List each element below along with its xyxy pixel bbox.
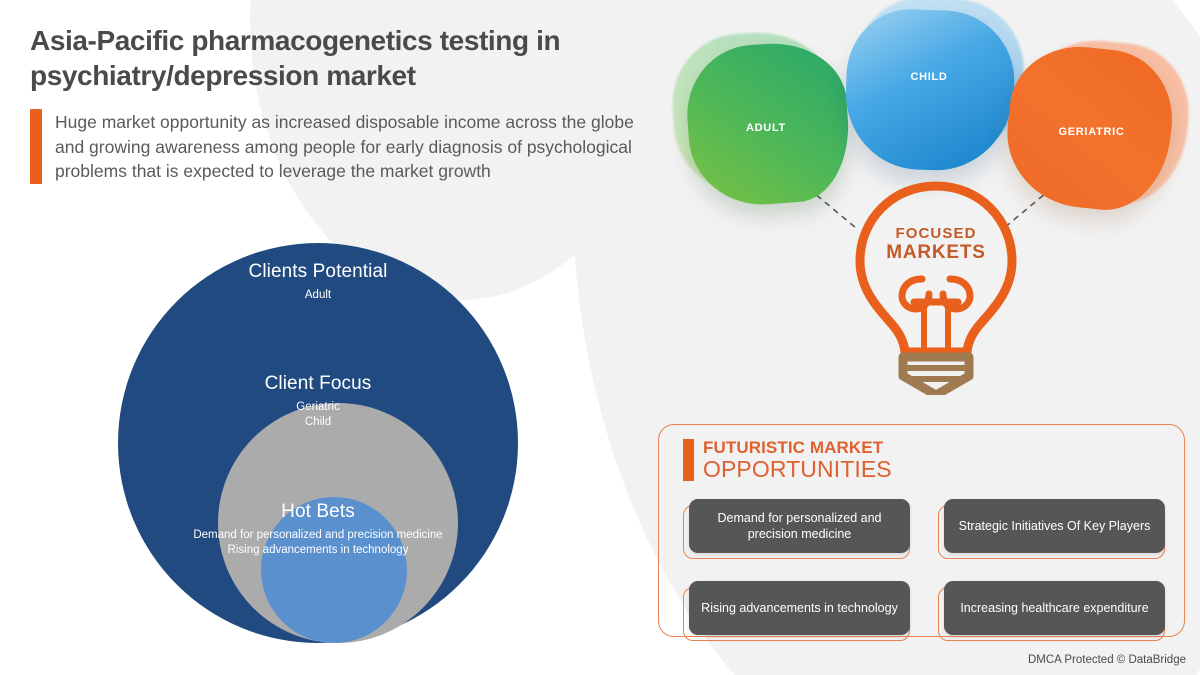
page-subtitle: Huge market opportunity as increased dis…: [55, 112, 634, 182]
circle-items-outer: Adult: [304, 288, 332, 301]
opportunity-card-wrap: Increasing healthcare expenditure: [938, 581, 1165, 641]
opportunity-card[interactable]: Demand for personalized and precision me…: [689, 499, 910, 553]
panel-accent-bar: [683, 439, 694, 481]
circle-title-middle: Client Focus: [264, 373, 372, 394]
segment-blob-adult[interactable]: ADULT: [667, 27, 854, 210]
opportunity-card-wrap: Strategic Initiatives Of Key Players: [938, 499, 1165, 559]
subtitle-block: Huge market opportunity as increased dis…: [30, 109, 670, 184]
bulb-glass-outline: [855, 181, 1017, 357]
panel-heading-line1: FUTURISTIC MARKET: [703, 438, 884, 457]
opportunity-card-wrap: Rising advancements in technology: [683, 581, 910, 641]
futuristic-opportunities-panel: FUTURISTIC MARKET OPPORTUNITIES Demand f…: [658, 424, 1185, 641]
segment-blobs: ADULT CHILD GERIATRIC: [660, 0, 1200, 230]
panel-heading: FUTURISTIC MARKET OPPORTUNITIES: [683, 439, 892, 481]
segment-blob-geriatric[interactable]: GERIATRIC: [1000, 33, 1196, 217]
bulb-base-outline: [898, 352, 974, 400]
circle-label-clients-potential: Clients Potential Adult: [118, 261, 518, 303]
opportunity-card[interactable]: Strategic Initiatives Of Key Players: [944, 499, 1165, 553]
circle-items-middle: Geriatric Child: [296, 400, 340, 428]
circle-title-inner: Hot Bets: [281, 501, 355, 522]
bulb-svg: [855, 181, 1017, 400]
opportunity-cards: Demand for personalized and precision me…: [683, 499, 1165, 641]
accent-bar: [30, 109, 42, 184]
focused-markets-bulb: FOCUSED MARKETS: [836, 180, 1036, 400]
panel-heading-line2: OPPORTUNITIES: [703, 456, 892, 482]
header: Asia-Pacific pharmacogenetics testing in…: [30, 24, 670, 184]
blob-label-child: CHILD: [910, 71, 948, 83]
circle-hot-bets: [261, 497, 407, 643]
blob-body-child: [843, 7, 1017, 173]
footer-copyright: DMCA Protected © DataBridge: [1027, 654, 1186, 666]
blob-label-adult: ADULT: [746, 122, 786, 134]
opportunity-card[interactable]: Rising advancements in technology: [689, 581, 910, 635]
opportunity-card[interactable]: Increasing healthcare expenditure: [944, 581, 1165, 635]
concentric-circles-diagram: Clients Potential Adult Client Focus Ger…: [118, 243, 518, 643]
panel-heading-text: FUTURISTIC MARKET OPPORTUNITIES: [703, 439, 892, 481]
blob-label-geriatric: GERIATRIC: [1058, 126, 1125, 138]
circle-label-client-focus: Client Focus Geriatric Child: [118, 373, 518, 429]
circle-label-hot-bets: Hot Bets Demand for personalized and pre…: [118, 501, 518, 557]
circle-items-inner: Demand for personalized and precision me…: [193, 528, 443, 556]
segment-blob-child[interactable]: CHILD: [843, 0, 1027, 173]
page-title: Asia-Pacific pharmacogenetics testing in…: [30, 25, 561, 91]
opportunity-card-wrap: Demand for personalized and precision me…: [683, 499, 910, 559]
circle-title-outer: Clients Potential: [248, 261, 388, 282]
